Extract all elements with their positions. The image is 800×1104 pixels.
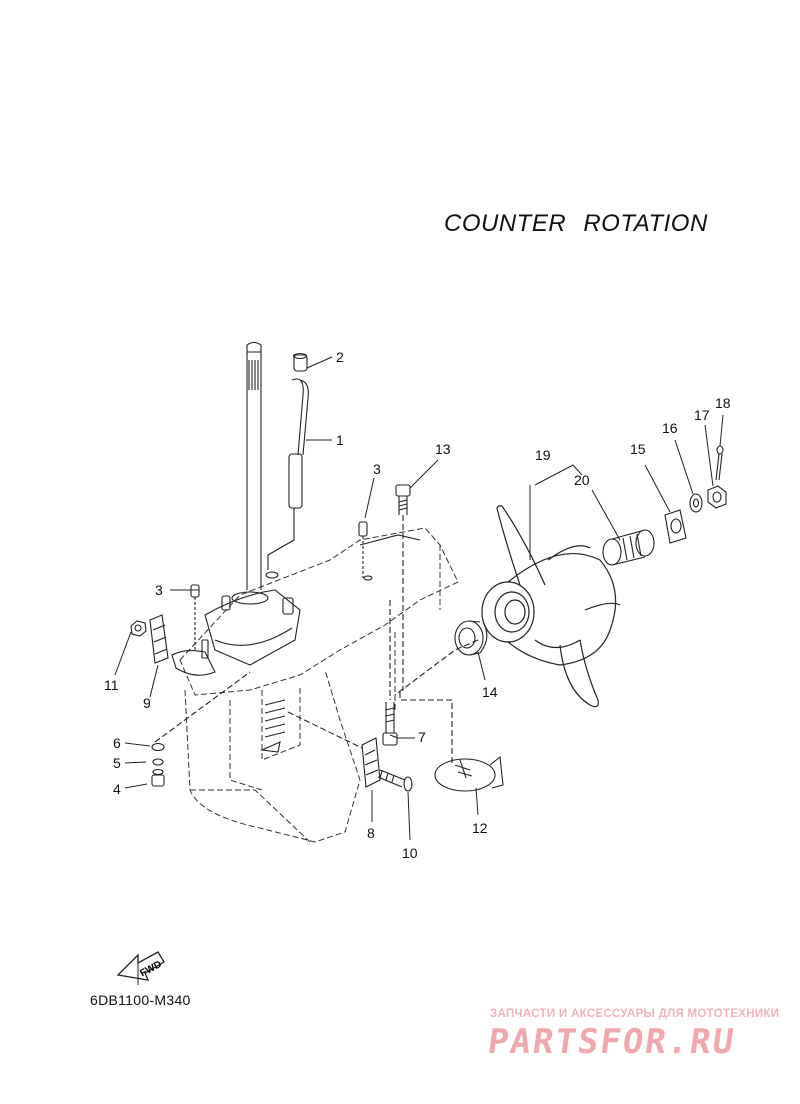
callout-16: 16 — [662, 420, 678, 436]
drive-shaft — [246, 341, 262, 590]
washer-16 — [689, 493, 703, 513]
fwd-arrow-icon: FWD — [116, 951, 165, 985]
dowel-pins — [190, 521, 368, 652]
callout-2: 2 — [336, 349, 344, 365]
callout-numbers: 1 2 3 3 4 5 6 7 8 9 10 11 12 13 14 15 16… — [104, 349, 731, 861]
callout-12: 12 — [472, 820, 488, 836]
callout-1: 1 — [336, 432, 344, 448]
callout-15: 15 — [630, 441, 646, 457]
callout-19: 19 — [535, 447, 551, 463]
trim-tab-12 — [434, 755, 504, 792]
anode-8 — [287, 711, 381, 788]
screw-10 — [377, 769, 413, 792]
diagram-title: COUNTER ROTATION — [444, 210, 708, 238]
spacer-15 — [664, 509, 687, 544]
title-word-counter: COUNTER — [444, 210, 567, 237]
anode-9 — [149, 614, 169, 664]
watermark-tagline: ЗАПЧАСТИ И АКСЕССУАРЫ ДЛЯ МОТОТЕХНИКИ — [490, 1008, 780, 1020]
callout-17: 17 — [694, 407, 710, 423]
title-word-rotation: ROTATION — [583, 210, 708, 237]
water-tube — [265, 352, 309, 579]
callout-10: 10 — [402, 845, 418, 861]
nut-17 — [707, 485, 727, 509]
callout-9: 9 — [143, 695, 151, 711]
casing-solid-lines — [171, 534, 421, 753]
callout-11: 11 — [104, 677, 119, 693]
callout-13: 13 — [435, 441, 451, 457]
cotter-pin-18 — [715, 445, 724, 481]
leader-lines — [114, 356, 724, 841]
callout-4: 4 — [113, 781, 121, 797]
callout-6: 6 — [113, 735, 121, 751]
nut-11 — [130, 620, 147, 637]
callout-7: 7 — [418, 729, 426, 745]
callout-5: 5 — [113, 755, 121, 771]
spacer-20 — [602, 529, 655, 566]
callout-3a: 3 — [373, 461, 381, 477]
bolt-13 — [395, 484, 453, 765]
lower-casing — [179, 527, 459, 843]
callout-18: 18 — [715, 395, 731, 411]
callout-14: 14 — [482, 684, 498, 700]
callout-20: 20 — [574, 472, 590, 488]
propeller-19 — [481, 505, 621, 708]
bolt-7 — [382, 600, 398, 746]
callout-8: 8 — [367, 825, 375, 841]
diagram-code: 6DB1100-M340 — [90, 992, 191, 1008]
washers-and-bolt — [151, 671, 251, 787]
watermark-logo: PARTSFOR.RU — [485, 1022, 738, 1062]
callout-3b: 3 — [155, 582, 163, 598]
spacer-14 — [394, 620, 488, 696]
